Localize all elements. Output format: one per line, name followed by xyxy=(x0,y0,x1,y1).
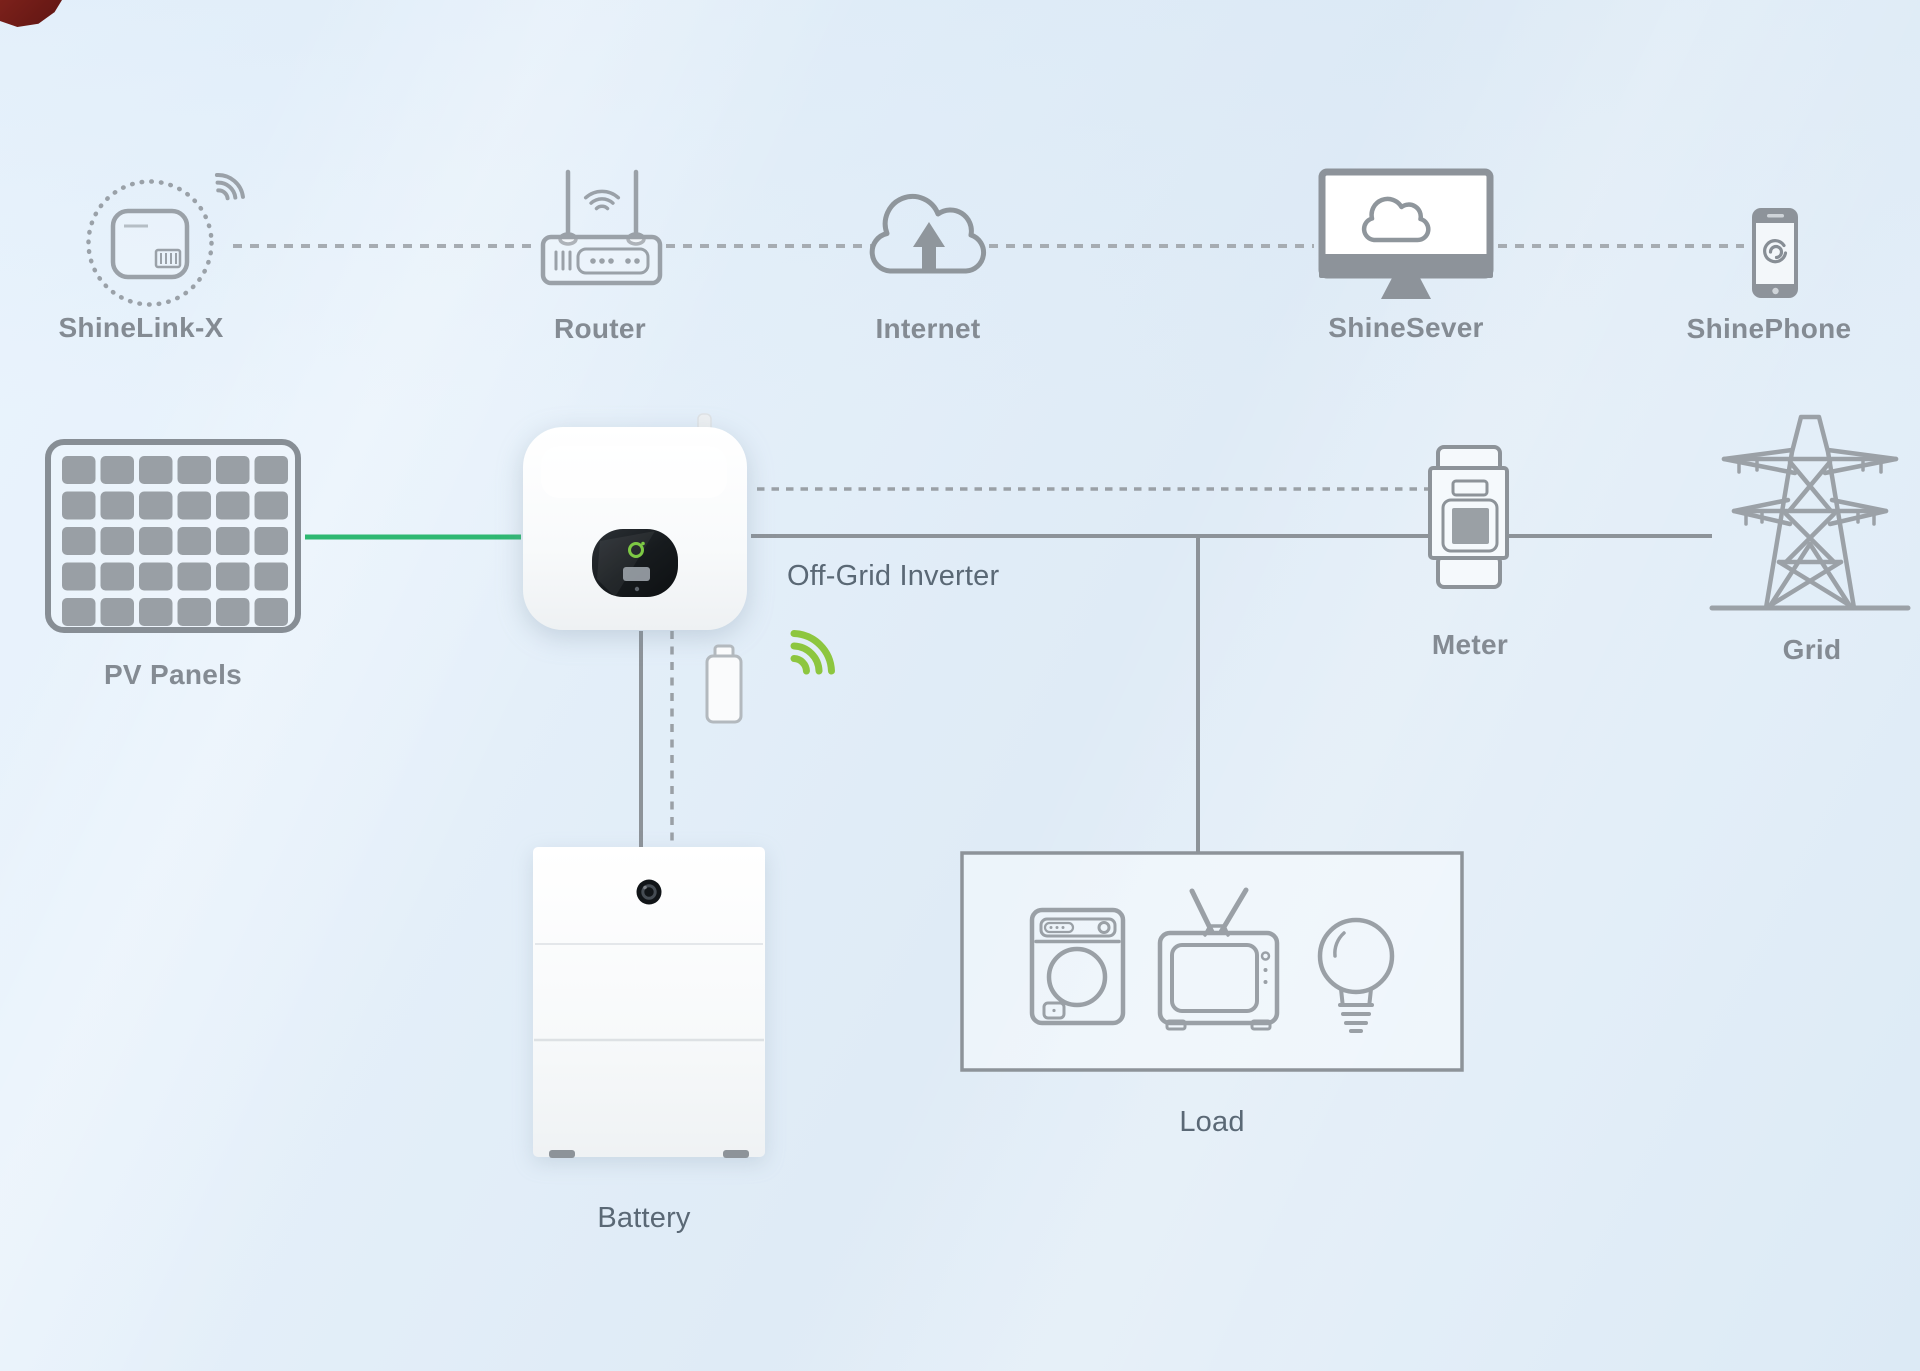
monitor-stand xyxy=(1381,278,1431,299)
energy-meter-icon xyxy=(1428,445,1509,589)
monitor-cloud-icon xyxy=(1318,168,1494,299)
smartphone-app-icon xyxy=(1752,208,1798,298)
shineserver-label: ShineSever xyxy=(1328,312,1484,343)
wifi-green-icon xyxy=(790,630,835,675)
meter-label: Meter xyxy=(1431,629,1509,660)
load-box xyxy=(960,851,1464,1072)
wifi-signal-icon xyxy=(583,189,621,211)
solar-cells xyxy=(62,456,288,626)
inverter-logo-led xyxy=(628,542,644,558)
transmission-tower-icon xyxy=(1709,414,1911,611)
inverter-device xyxy=(523,413,747,630)
shinelink-label: ShineLink-X xyxy=(58,312,224,343)
wifi-signal-icon xyxy=(214,173,245,201)
inverter-label: Off-Grid Inverter xyxy=(787,560,1000,592)
solar-panel-icon xyxy=(45,439,301,633)
cloud-upload-icon xyxy=(869,193,987,274)
load-label: Load xyxy=(1179,1106,1245,1138)
battery-cell-icon xyxy=(705,644,743,724)
shinephone-label: ShinePhone xyxy=(1686,313,1852,344)
pv-panels-label: PV Panels xyxy=(103,659,243,690)
tv-icon xyxy=(1157,887,1280,1031)
inverter-display xyxy=(592,529,678,597)
cloud-icon xyxy=(1361,196,1431,243)
wifi-router-icon xyxy=(540,169,663,286)
internet-label: Internet xyxy=(875,313,981,344)
battery-knob xyxy=(636,879,662,905)
datalogger-icon xyxy=(86,173,245,307)
router-label: Router xyxy=(553,313,647,344)
washing-machine-icon xyxy=(1029,907,1126,1026)
meter-screen xyxy=(1452,508,1489,544)
light-bulb-icon xyxy=(1317,917,1395,1033)
grid-label: Grid xyxy=(1782,634,1842,665)
up-arrow-icon xyxy=(913,222,945,271)
growatt-logo-icon xyxy=(1763,239,1788,264)
battery-storage-device xyxy=(533,847,765,1158)
battery-label: Battery xyxy=(597,1202,691,1234)
